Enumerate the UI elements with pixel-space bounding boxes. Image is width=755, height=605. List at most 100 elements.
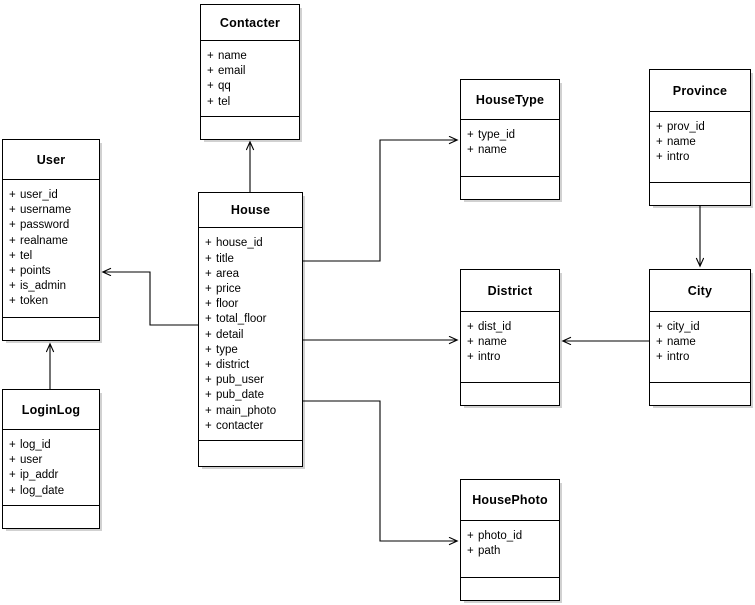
visibility-marker: +	[656, 336, 663, 349]
attribute-name: intro	[667, 351, 690, 364]
attribute-row: +name	[467, 143, 559, 158]
class-box-housephoto[interactable]: HousePhoto +photo_id+path	[460, 479, 560, 601]
visibility-marker: +	[205, 237, 212, 250]
visibility-marker: +	[207, 80, 214, 93]
attribute-name: total_floor	[216, 313, 267, 326]
attribute-name: district	[216, 358, 250, 371]
visibility-marker: +	[205, 298, 212, 311]
attribute-row: +pub_user	[205, 373, 302, 388]
attribute-row: + qq	[207, 79, 299, 94]
class-name-house: House	[199, 193, 302, 229]
attribute-row: + intro	[656, 150, 750, 165]
attribute-row: + name	[656, 335, 750, 350]
class-attributes-city: +city_id+name+intro	[650, 312, 750, 383]
visibility-marker: +	[467, 351, 474, 364]
attribute-row: +type_id	[467, 128, 559, 143]
class-attributes-province: +prov_id+name+intro	[650, 112, 750, 183]
visibility-marker: +	[205, 313, 212, 326]
visibility-marker: +	[656, 151, 663, 164]
attribute-row: + total_floor	[205, 312, 302, 327]
class-name-contacter: Contacter	[201, 5, 299, 41]
visibility-marker: +	[9, 439, 16, 451]
visibility-marker: +	[205, 343, 212, 356]
class-box-city[interactable]: City+city_id+name+intro	[649, 269, 751, 406]
relationship-house-to-housephoto[interactable]	[303, 400, 457, 541]
class-methods-loginlog	[3, 506, 99, 528]
relationship-house-to-housetype[interactable]	[303, 140, 457, 262]
attribute-name: city_id	[667, 321, 700, 333]
visibility-marker: +	[467, 129, 474, 141]
class-box-district[interactable]: District+dist_id+name+intro	[460, 269, 560, 406]
visibility-marker: +	[9, 204, 16, 217]
attribute-row: +detail	[205, 328, 302, 343]
class-attributes-contacter: +name+email+qq+tel	[201, 41, 299, 117]
attribute-name: tel	[20, 249, 33, 262]
attribute-name: email	[218, 65, 246, 78]
attribute-name: type	[216, 343, 238, 356]
attribute-row: + area	[205, 267, 302, 282]
attribute-row: +name	[656, 135, 750, 150]
visibility-marker: +	[656, 121, 663, 133]
attribute-name: dist_id	[478, 321, 512, 333]
class-attributes-user: +user_id+username+password+realname+tel+…	[3, 180, 99, 318]
class-name-district: District	[461, 270, 559, 312]
visibility-marker: +	[467, 530, 474, 542]
attribute-name: is_admin	[20, 280, 67, 293]
attribute-row: +price	[205, 282, 302, 297]
attribute-row: +intro	[467, 350, 559, 365]
attribute-row: + city_id	[656, 320, 750, 335]
class-box-contacter[interactable]: Contacter+name+email+qq+tel	[200, 4, 300, 140]
visibility-marker: +	[9, 469, 16, 482]
visibility-marker: +	[9, 454, 16, 467]
visibility-marker: +	[205, 374, 212, 387]
attribute-row: +contacter	[205, 419, 302, 434]
class-methods-house	[199, 441, 302, 466]
attribute-name: pub_date	[216, 389, 264, 402]
class-box-user[interactable]: User+user_id+username+password+realname+…	[2, 139, 100, 341]
visibility-marker: +	[9, 484, 16, 497]
attribute-row: +prov_id	[656, 120, 750, 135]
class-box-loginlog[interactable]: LoginLog+log_id+user+ip_addr+log_date	[2, 389, 100, 529]
attribute-name: name	[667, 336, 696, 349]
visibility-marker: +	[9, 265, 16, 278]
attribute-row: +district	[205, 358, 302, 373]
attribute-row: +points	[9, 264, 99, 279]
class-box-housetype[interactable]: HouseType+type_id+name	[460, 79, 560, 200]
attribute-row: +path	[467, 544, 559, 559]
attribute-row: +tel	[207, 95, 299, 110]
attribute-name: qq	[218, 80, 231, 93]
attribute-row: +dist_id	[467, 320, 559, 335]
relationship-house-to-user[interactable]	[103, 272, 198, 326]
attribute-row: +photo_id	[467, 529, 559, 544]
attribute-name: intro	[667, 151, 690, 164]
attribute-name: log_date	[20, 484, 65, 497]
class-methods-housephoto	[461, 578, 559, 600]
attribute-name: tel	[218, 95, 231, 108]
class-methods-user	[3, 318, 99, 340]
attribute-name: name	[667, 136, 696, 149]
attribute-name: user	[20, 454, 43, 467]
visibility-marker: +	[205, 267, 212, 280]
attribute-name: user_id	[20, 189, 58, 201]
attribute-name: realname	[20, 234, 68, 247]
visibility-marker: +	[207, 65, 214, 78]
attribute-row: + username	[9, 203, 99, 218]
class-attributes-district: +dist_id+name+intro	[461, 312, 559, 383]
class-box-house[interactable]: House+house_id+title+area+price+floor+to…	[198, 192, 303, 467]
class-methods-province	[650, 183, 750, 205]
visibility-marker: +	[205, 419, 212, 432]
attribute-name: token	[20, 295, 49, 308]
class-box-province[interactable]: Province+prov_id+name+intro	[649, 69, 751, 206]
attribute-row: +name	[467, 335, 559, 350]
attribute-row: + type	[205, 343, 302, 358]
class-name-province: Province	[650, 70, 750, 112]
visibility-marker: +	[9, 234, 16, 247]
attribute-name: name	[218, 50, 247, 62]
visibility-marker: +	[656, 321, 663, 333]
attribute-name: area	[216, 267, 240, 280]
attribute-row: + email	[207, 64, 299, 79]
attribute-row: +log_id	[9, 438, 99, 453]
attribute-name: username	[20, 204, 72, 217]
class-name-housephoto: HousePhoto	[461, 480, 559, 521]
